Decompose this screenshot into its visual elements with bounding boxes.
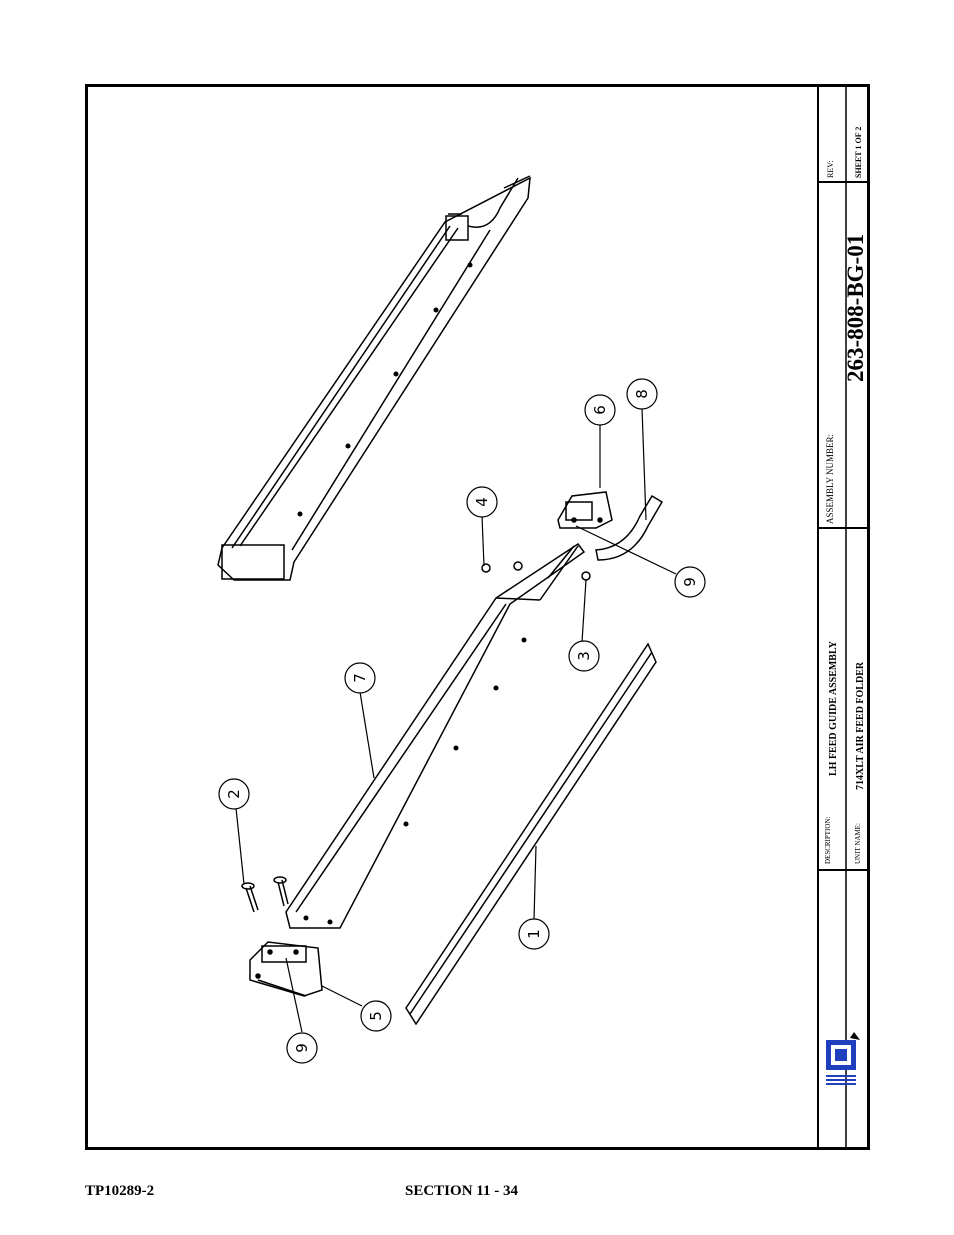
- upper-rail-part: [217, 175, 531, 581]
- unit-name-value: 714XLT AIR FEED FOLDER: [855, 661, 866, 790]
- callout-3: 3: [568, 640, 600, 672]
- callout-2: 2: [218, 778, 250, 810]
- svg-text:9: 9: [293, 1043, 311, 1053]
- callout-5: 5: [360, 1000, 392, 1032]
- callout-6: 6: [584, 394, 616, 426]
- title-block: [817, 86, 870, 1148]
- description-value: LH FEED GUIDE ASSEMBLY: [828, 640, 839, 776]
- callout-4: 4: [466, 486, 498, 518]
- svg-text:7: 7: [351, 673, 369, 683]
- fasteners: [241, 561, 591, 913]
- lower-strip-part: [405, 642, 657, 1026]
- svg-text:2: 2: [225, 789, 243, 799]
- middle-channel-part: [285, 542, 586, 929]
- svg-text:6: 6: [591, 405, 609, 415]
- svg-text:1: 1: [525, 929, 543, 939]
- description-label: DESCRIPTION:: [824, 816, 832, 864]
- svg-text:3: 3: [575, 651, 593, 661]
- callout-9-left: 9: [286, 1032, 318, 1064]
- drawing-frame: [85, 84, 870, 1150]
- right-bracket-part: [557, 491, 664, 561]
- left-bracket-part: [249, 941, 323, 997]
- assembly-number: 263-808-BG-01: [843, 234, 868, 382]
- svg-text:4: 4: [473, 497, 491, 507]
- leader-lines: [235, 407, 677, 1033]
- svg-text:8: 8: [633, 389, 651, 399]
- unit-name-label: UNIT NAME:: [854, 823, 862, 864]
- company-logo: [826, 1032, 860, 1085]
- sheet-number: SHEET 1 OF 2: [854, 127, 863, 178]
- callout-1: 1: [518, 918, 550, 950]
- document-number: TP10289-2: [85, 1183, 155, 1199]
- rev-label: REV:: [826, 160, 835, 178]
- svg-text:9: 9: [681, 577, 699, 587]
- assembly-number-label: ASSEMBLY NUMBER:: [825, 434, 835, 524]
- callout-7: 7: [344, 662, 376, 694]
- callout-9-right: 9: [674, 566, 706, 598]
- callout-8: 8: [626, 378, 658, 410]
- section-number: SECTION 11 - 34: [405, 1183, 518, 1199]
- svg-text:5: 5: [367, 1011, 385, 1021]
